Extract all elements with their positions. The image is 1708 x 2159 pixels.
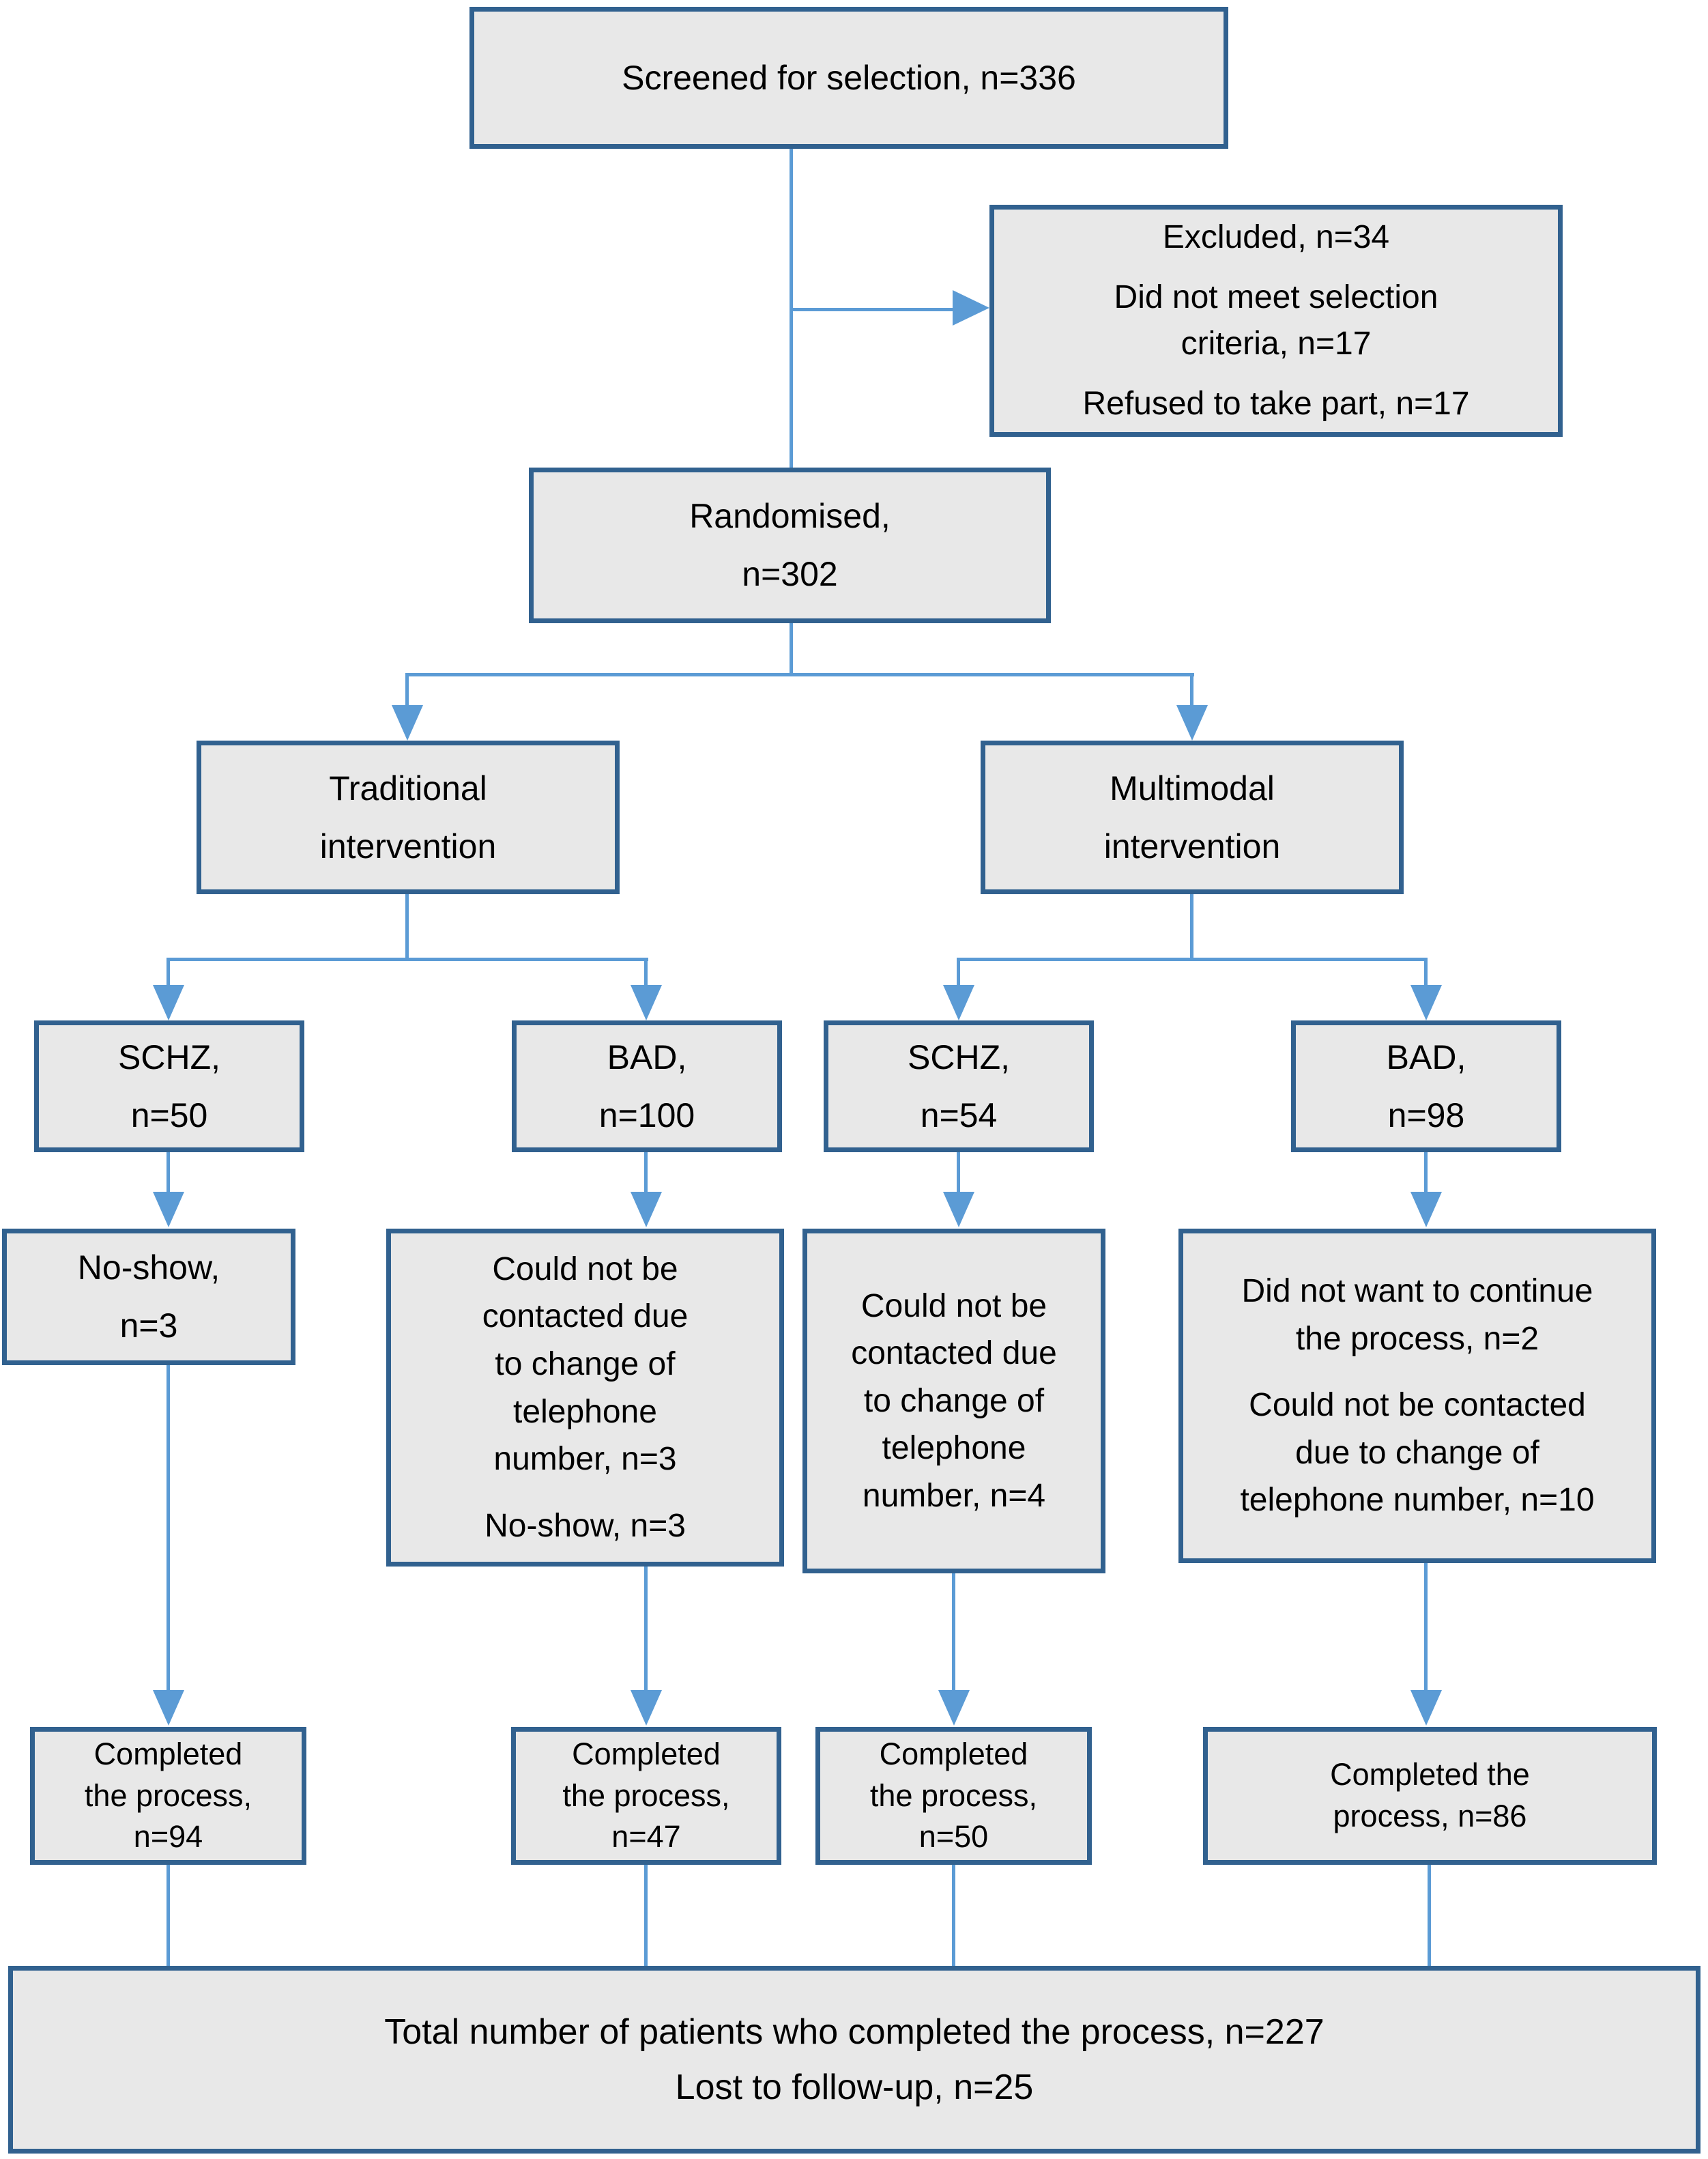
arrowhead-down-icon (392, 705, 423, 741)
connector-split-multimodal (957, 958, 1428, 961)
arrowhead-down-icon (153, 1690, 184, 1726)
arrowhead-down-icon (631, 1690, 662, 1726)
connector-completed3-to-total (952, 1865, 955, 1966)
arrowhead-down-icon (943, 985, 974, 1020)
arrowhead-down-icon (1176, 705, 1208, 741)
connector-completed1-to-total (167, 1865, 170, 1966)
node-bad-traditional: BAD, n=100 (512, 1020, 782, 1152)
node-completed-schz-multimodal: Completed the process, n=50 (815, 1727, 1092, 1865)
arrowhead-down-icon (631, 985, 662, 1020)
connector-split-to-bad-multimodal (1424, 958, 1428, 986)
connector-completed2-to-total (644, 1865, 648, 1966)
node-dropout-schz-multimodal: Could not be contacted due to change of … (802, 1229, 1105, 1573)
node-total: Total number of patients who completed t… (8, 1966, 1700, 2154)
node-completed-schz-traditional: Completed the process, n=94 (30, 1727, 306, 1865)
node-schz-traditional: SCHZ, n=50 (34, 1020, 304, 1152)
arrowhead-down-icon (1410, 1690, 1442, 1726)
arrowhead-down-icon (153, 1192, 184, 1227)
connector-bad-traditional-to-dropout (644, 1152, 648, 1193)
node-excluded: Excluded, n=34 Did not meet selection cr… (989, 205, 1563, 437)
connector-split-to-traditional (405, 673, 409, 706)
connector-traditional-to-split (405, 894, 409, 961)
arrowhead-down-icon (153, 985, 184, 1020)
connector-split-randomised (406, 673, 1194, 676)
connector-randomised-to-split (790, 623, 793, 676)
arrowhead-down-icon (1410, 1192, 1442, 1227)
connector-dropout-to-completed-bad-traditional (644, 1567, 648, 1691)
node-dropout-bad-traditional: Could not be contacted due to change of … (386, 1229, 784, 1567)
connector-split-traditional (167, 958, 648, 961)
connector-dropout-to-completed-bad-multimodal (1424, 1563, 1428, 1691)
arrowhead-right-icon (953, 290, 989, 326)
node-multimodal-intervention: Multimodal intervention (981, 741, 1404, 894)
node-schz-multimodal: SCHZ, n=54 (824, 1020, 1094, 1152)
arrowhead-down-icon (631, 1192, 662, 1227)
connector-split-to-bad-traditional (644, 958, 648, 986)
connector-screened-to-excluded (792, 308, 954, 311)
connector-bad-multimodal-to-dropout (1424, 1152, 1428, 1193)
connector-split-to-multimodal (1190, 673, 1193, 706)
connector-split-to-schz-traditional (167, 958, 170, 986)
arrowhead-down-icon (1410, 985, 1442, 1020)
connector-schz-multimodal-to-dropout (957, 1152, 960, 1193)
node-completed-bad-traditional: Completed the process, n=47 (511, 1727, 781, 1865)
node-bad-multimodal: BAD, n=98 (1291, 1020, 1561, 1152)
node-noshow-schz-traditional: No-show, n=3 (2, 1229, 295, 1365)
connector-schz-traditional-to-dropout (167, 1152, 170, 1193)
connector-multimodal-to-split (1190, 894, 1193, 961)
connector-noshow-to-completed (167, 1365, 170, 1691)
node-traditional-intervention: Traditional intervention (197, 741, 620, 894)
node-randomised: Randomised, n=302 (529, 468, 1051, 623)
arrowhead-down-icon (943, 1192, 974, 1227)
connector-dropout-to-completed-schz-multimodal (952, 1573, 955, 1691)
node-screened: Screened for selection, n=336 (469, 7, 1228, 149)
arrowhead-down-icon (938, 1690, 970, 1726)
connector-completed4-to-total (1428, 1865, 1431, 1966)
node-completed-bad-multimodal: Completed the process, n=86 (1203, 1727, 1657, 1865)
connector-split-to-schz-multimodal (957, 958, 960, 986)
node-dropout-bad-multimodal: Did not want to continue the process, n=… (1178, 1229, 1656, 1563)
connector-screened-to-randomised (790, 149, 793, 468)
